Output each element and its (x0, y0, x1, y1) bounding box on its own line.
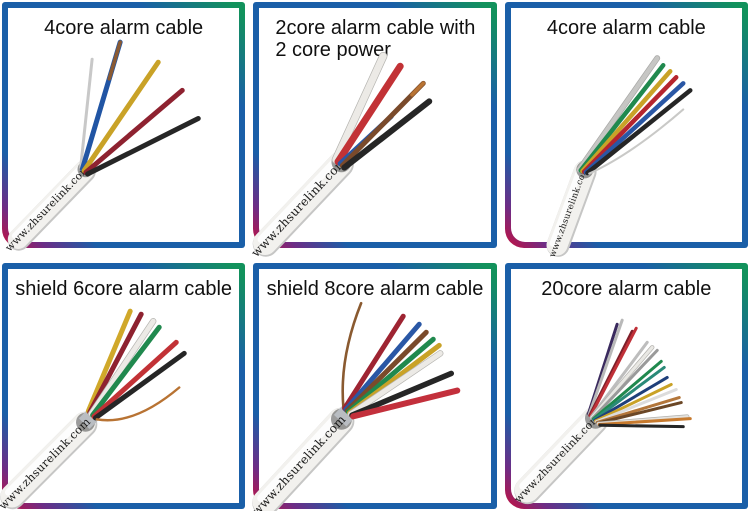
product-card-5[interactable]: shield 8core alarm cable www.zhsurelink.… (249, 263, 497, 511)
product-title: 20core alarm cable (541, 278, 712, 300)
product-image-panel: shield 8core alarm cable (259, 269, 491, 503)
product-image-panel: 4core alarm cable (510, 8, 742, 242)
product-card-4[interactable]: shield 6core alarm cable www.zhsurelink.… (0, 263, 246, 511)
product-image-panel: 4core alarm cable (8, 8, 240, 242)
product-card-3[interactable]: 4core alarm cable www.zhsurelink.com (504, 2, 748, 259)
product-card-2[interactable]: 2core alarm cable with 2 core power www.… (249, 2, 497, 260)
product-title: 2core alarm cable with 2 core power (275, 17, 476, 62)
product-card-6[interactable]: 20core alarm cable www.zhsurelink.com (504, 263, 748, 509)
product-title: shield 6core alarm cable (15, 278, 233, 300)
product-title: shield 8core alarm cable (266, 278, 484, 300)
product-card-1[interactable]: 4core alarm cable www.zhsurelink.com (2, 2, 246, 254)
product-title: 4core alarm cable (44, 17, 204, 39)
product-image-panel: 20core alarm cable (510, 269, 742, 503)
product-image-panel: shield 6core alarm cable (8, 269, 240, 503)
product-image-panel: 2core alarm cable with 2 core power (259, 8, 491, 242)
product-title: 4core alarm cable (546, 17, 706, 39)
